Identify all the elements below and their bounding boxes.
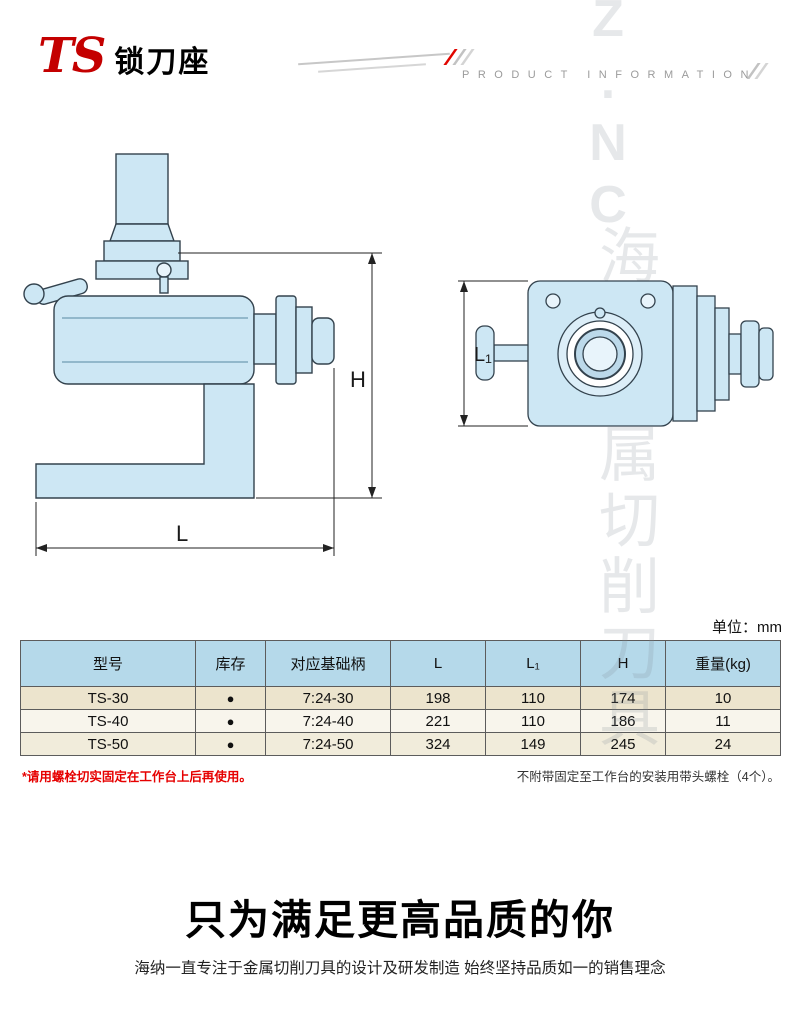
dim-label-l1: L₁ [474, 344, 492, 366]
table-cell: 245 [580, 732, 666, 756]
product-info-label: PRODUCT INFORMATION [462, 69, 757, 81]
table-cell: 7:24-40 [265, 709, 391, 733]
table-cell: 110 [485, 709, 581, 733]
table-header-row: 型号 库存 对应基础柄 L L₁ H 重量(kg) [20, 640, 781, 687]
table-cell: ● [195, 686, 266, 710]
tool-holder-side-view-drawing: H L [23, 153, 382, 556]
model-cell: TS-50 [20, 732, 196, 756]
table-cell: 174 [580, 686, 666, 710]
brand-logo: TS 锁刀座 [38, 32, 210, 81]
unit-label: 单位：mm [712, 619, 782, 636]
table-cell: ● [195, 709, 266, 733]
col-header-stock: 库存 [195, 640, 266, 687]
bolts-not-included-note: 不附带固定至工作台的安装用带头螺栓（4个）。 [516, 770, 780, 784]
table-cell: 110 [485, 686, 581, 710]
table-cell: 198 [390, 686, 486, 710]
table-cell: 10 [665, 686, 781, 710]
brand-logo-ts: TS [38, 28, 106, 84]
table-cell: 221 [390, 709, 486, 733]
model-cell: TS-30 [20, 686, 196, 710]
slogan-title: 只为满足更高品质的你 [185, 897, 615, 943]
col-header-shank: 对应基础柄 [265, 640, 391, 687]
table-cell: 186 [580, 709, 666, 733]
deco-line [298, 52, 450, 66]
col-header-l: L [390, 640, 486, 687]
col-header-model: 型号 [20, 640, 196, 687]
table-cell: ● [195, 732, 266, 756]
watermark-top: Z.NC [579, 0, 637, 238]
mounting-warning-note: *请用螺栓切实固定在工作台上后再使用。 [22, 770, 252, 784]
slogan-subtitle: 海纳一直专注于金属切削刀具的设计及研发制造 始终坚持品质如一的销售理念 [134, 960, 666, 977]
table-cell: 7:24-50 [265, 732, 391, 756]
col-header-h: H [580, 640, 666, 687]
table-cell: 7:24-30 [265, 686, 391, 710]
dim-label-h: H [350, 367, 366, 392]
model-cell: TS-40 [20, 709, 196, 733]
table-cell: 149 [485, 732, 581, 756]
col-header-l1: L₁ [485, 640, 581, 687]
col-header-weight: 重量(kg) [665, 640, 781, 687]
dim-label-l: L [176, 521, 188, 546]
table-cell: 24 [665, 732, 781, 756]
tool-holder-front-view-drawing: L₁ [458, 280, 774, 427]
brand-logo-name: 锁刀座 [114, 46, 211, 79]
table-cell: 324 [390, 732, 486, 756]
table-cell: 11 [665, 709, 781, 733]
deco-line [318, 63, 426, 73]
